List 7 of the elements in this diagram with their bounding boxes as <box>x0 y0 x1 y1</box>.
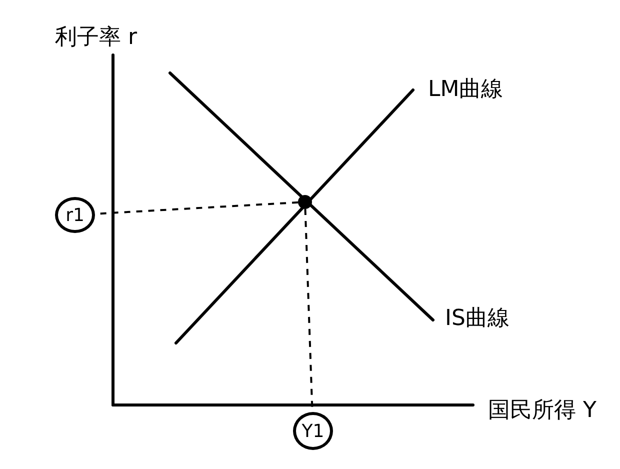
value-circle: r1 <box>55 197 95 233</box>
curve-label: LM曲線 <box>428 76 504 104</box>
value-circle: Y1 <box>293 412 333 450</box>
curve-label: IS曲線 <box>445 305 510 333</box>
axis-label: 国民所得 Y <box>488 397 596 425</box>
axis-label: 利子率 r <box>55 24 138 52</box>
equilibrium-point <box>298 195 312 209</box>
